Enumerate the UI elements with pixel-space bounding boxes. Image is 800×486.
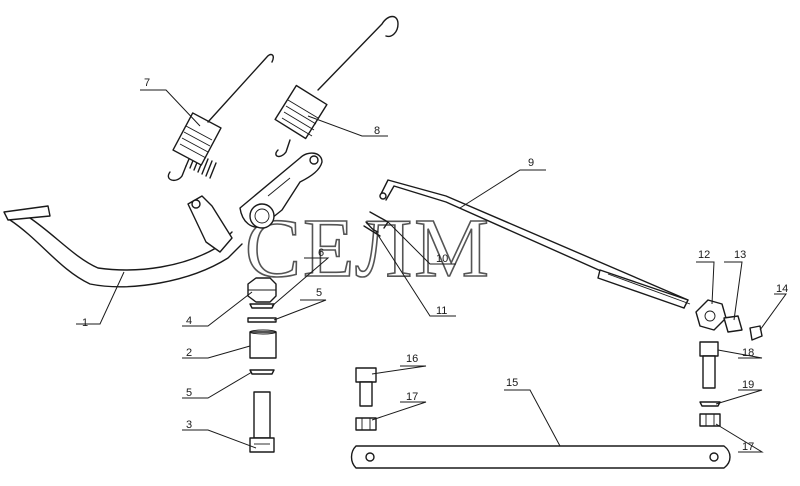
part-hardware-right [695,299,763,341]
part-long-rod [379,179,691,309]
callout-11: 11 [436,305,447,317]
callout-6: 6 [318,247,324,259]
callout-4: 4 [186,315,192,327]
part-bolt-18 [699,341,721,427]
part-bolt-16 [355,367,377,431]
callout-10: 10 [436,253,448,265]
callout-14: 14 [776,283,788,295]
callout-5b: 5 [186,387,192,399]
callout-12: 12 [698,249,710,261]
callout-19: 19 [742,379,754,391]
callout-18: 18 [742,347,754,359]
part-spring-small [167,53,275,182]
callout-leaders [76,89,787,453]
callout-8: 8 [374,125,380,137]
callout-1: 1 [82,317,88,329]
callout-3: 3 [186,419,192,431]
part-link-plate [350,445,731,469]
callout-15: 15 [506,377,518,389]
callout-17a: 17 [406,391,418,403]
part-pedal-lever [3,152,323,288]
callout-13: 13 [734,249,746,261]
callout-labels: 1 2 3 4 5 5 6 7 8 9 10 11 12 13 14 15 16… [82,77,788,453]
callout-7: 7 [144,77,150,89]
callout-5a: 5 [316,287,322,299]
callout-16: 16 [406,353,418,365]
part-hub-stack [247,277,277,453]
callout-17b: 17 [742,441,754,453]
part-spring-large [274,15,399,158]
watermark-text: СЕЛМ [245,202,491,295]
callout-2: 2 [186,347,192,359]
callout-9: 9 [528,157,534,169]
